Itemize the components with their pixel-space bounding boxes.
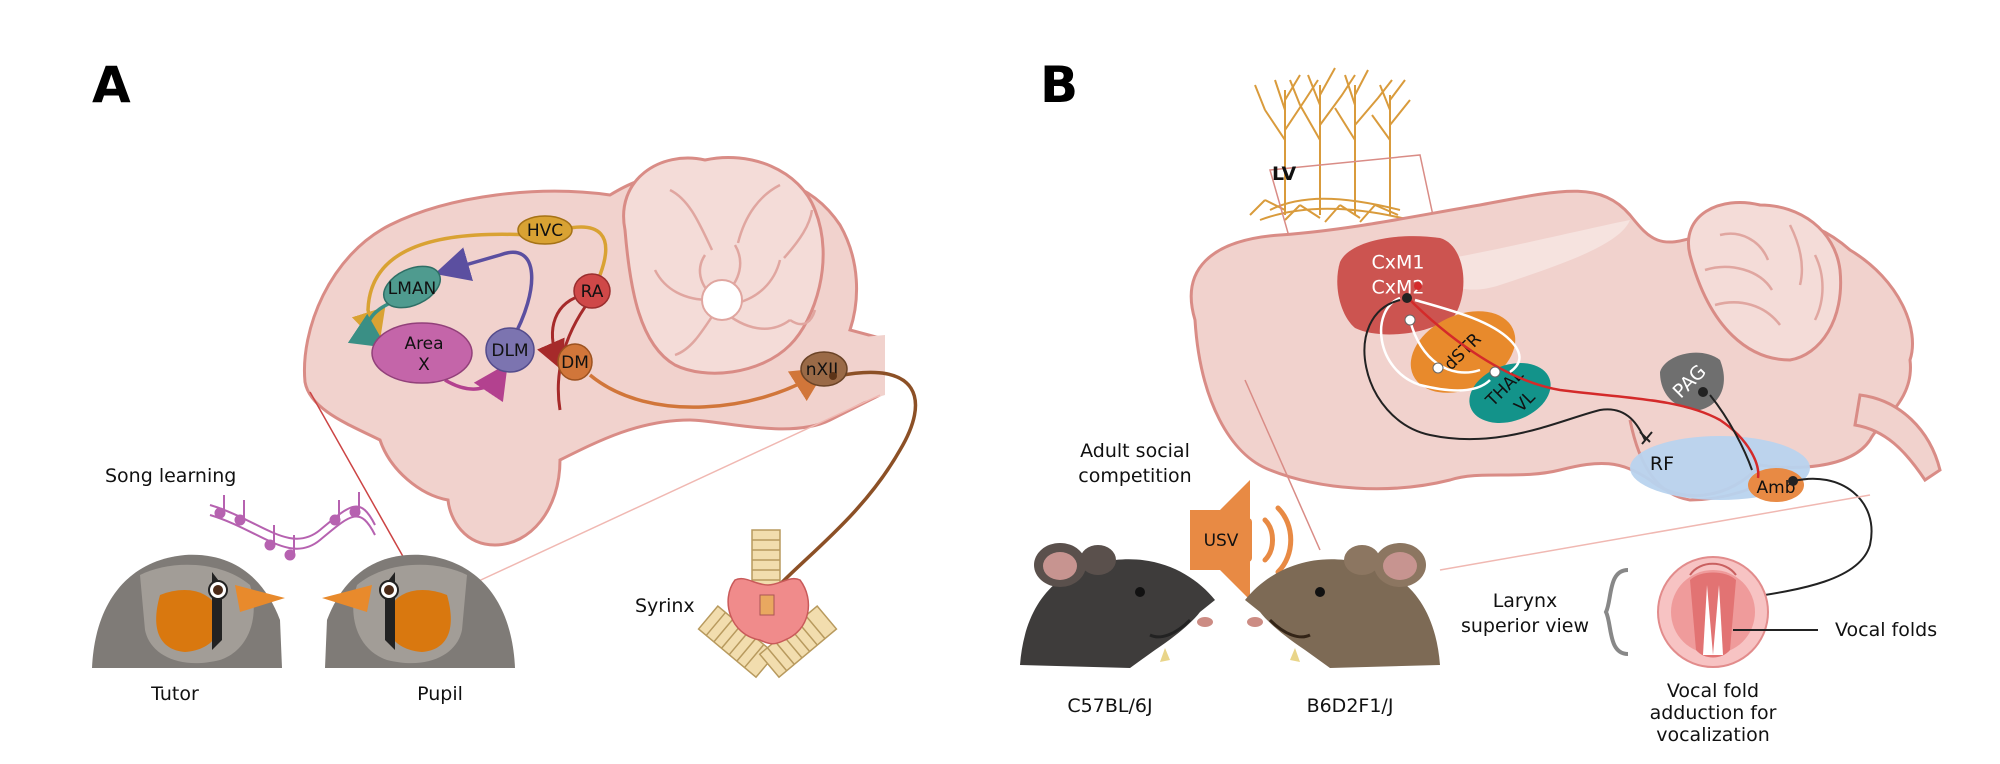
amb-to-larynx-path [1744,477,1873,599]
cortex-to-amb-path [1407,297,1760,479]
bird-cerebellum [622,155,825,375]
usv-label: USV [1204,531,1239,551]
c57bl-mouse-icon [1020,543,1215,668]
cxm2-label: CxM2 [1372,277,1425,299]
hvc-label: HVC [527,221,563,241]
syrinx-label: Syrinx [635,595,695,617]
areax-to-dlm-path [444,363,508,403]
larynx-label-2: superior view [1461,615,1589,637]
dm-nucleus: DM [557,343,593,381]
cxm1-label: CxM1 [1372,252,1425,274]
syrinx-icon [697,529,838,679]
pupil-bird-icon [322,554,515,668]
ra-label: RA [581,282,604,302]
dm-label: DM [561,353,589,373]
panel-b-letter: B [1040,56,1078,114]
pag-to-amb-path [1709,394,1753,471]
pyramidal-neurons-icon [1249,67,1411,223]
b6d2f1-mouse-icon [1245,543,1440,668]
adduction-label-1: Vocal fold [1667,680,1759,702]
larynx-brace [1603,568,1629,656]
rf-label: RF [1650,453,1674,475]
music-notes-icon [209,492,376,561]
lv-label: LV [1272,163,1296,185]
area-x-nucleus: Area X [371,322,473,384]
hvc-to-areax-path [351,232,531,346]
mouse-motor-circuit [1363,296,1873,606]
tutor-label: Tutor [150,683,199,705]
cxm-region: CxM1 CxM2 [1337,236,1464,335]
adult-social-label-1: Adult social [1080,440,1190,462]
vocal-folds-label: Vocal folds [1835,619,1937,641]
larynx-label-1: Larynx [1493,590,1558,612]
larynx-icon [1657,556,1769,668]
c57bl-label: C57BL/6J [1067,695,1152,717]
dlm-to-lman-path [434,247,534,341]
dlm-label: DLM [491,341,528,361]
cerebellum-center [701,279,743,321]
circuit-terminals [1402,282,1798,486]
mouse-zoom-line-2 [1439,494,1871,571]
cortex-to-rf-path [1363,299,1646,441]
b6d2f1-label: B6D2F1/J [1307,695,1394,717]
lman-label: LMAN [388,279,437,299]
pupil-label: Pupil [417,683,463,705]
mouse-zoom-line-1 [1244,379,1321,551]
hvc-nucleus: HVC [517,215,573,245]
area-x-label-1: Area [404,334,443,354]
dm-to-nxii-path [588,367,827,409]
lman-nucleus: LMAN [383,265,441,309]
ra-nucleus: RA [573,273,611,309]
area-x-label-2: X [418,355,430,375]
tutor-bird-icon [92,554,285,668]
adduction-label-2: adduction for [1650,702,1777,724]
panel-a-zoom-lines [309,391,881,586]
usv-speaker-icon: USV [1190,480,1294,600]
adult-social-label-2: competition [1078,465,1191,487]
adduction-label-3: vocalization [1656,724,1770,746]
mouse-brain [1189,189,1942,502]
nxii-nucleus: nXII [800,351,848,387]
amb-label: Amb [1757,478,1796,498]
amb-region: Amb [1748,468,1804,502]
song-learning-label: Song learning [105,465,236,487]
panel-a-letter: A [92,56,131,114]
dlm-nucleus: DLM [485,327,535,373]
nxii-to-syrinx-path [763,370,918,602]
